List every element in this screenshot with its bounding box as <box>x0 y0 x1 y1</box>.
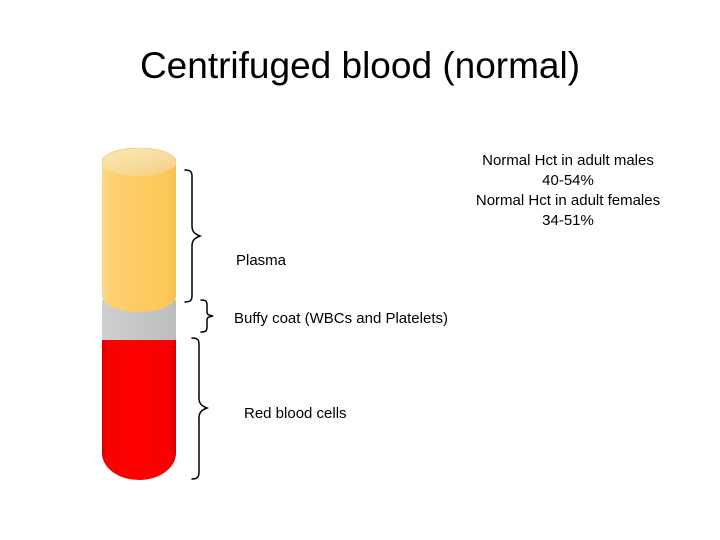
centrifuged-blood-test-tube <box>102 148 176 482</box>
hct-annotation-block: Normal Hct in adult males 40-54% Normal … <box>443 151 693 231</box>
hct-line-males-value: 40-54% <box>542 172 594 189</box>
hct-line-females-value: 34-51% <box>542 212 594 229</box>
label-red-blood-cells: Red blood cells <box>244 405 347 422</box>
brace-plasma <box>184 169 203 303</box>
plasma-surface-ellipse <box>102 148 176 176</box>
hct-line-females-title: Normal Hct in adult females <box>475 192 661 209</box>
label-buffy-coat: Buffy coat (WBCs and Platelets) <box>234 310 448 327</box>
brace-red-blood-cells <box>191 337 210 480</box>
hct-line-males-title: Normal Hct in adult males <box>482 152 654 169</box>
brace-buffy-coat <box>200 299 214 333</box>
page-title: Centrifuged blood (normal) <box>139 45 581 86</box>
layer-plasma <box>102 162 176 312</box>
label-plasma: Plasma <box>236 252 287 269</box>
test-tube-graphic <box>102 148 176 480</box>
layer-red-blood-cells <box>102 330 176 480</box>
